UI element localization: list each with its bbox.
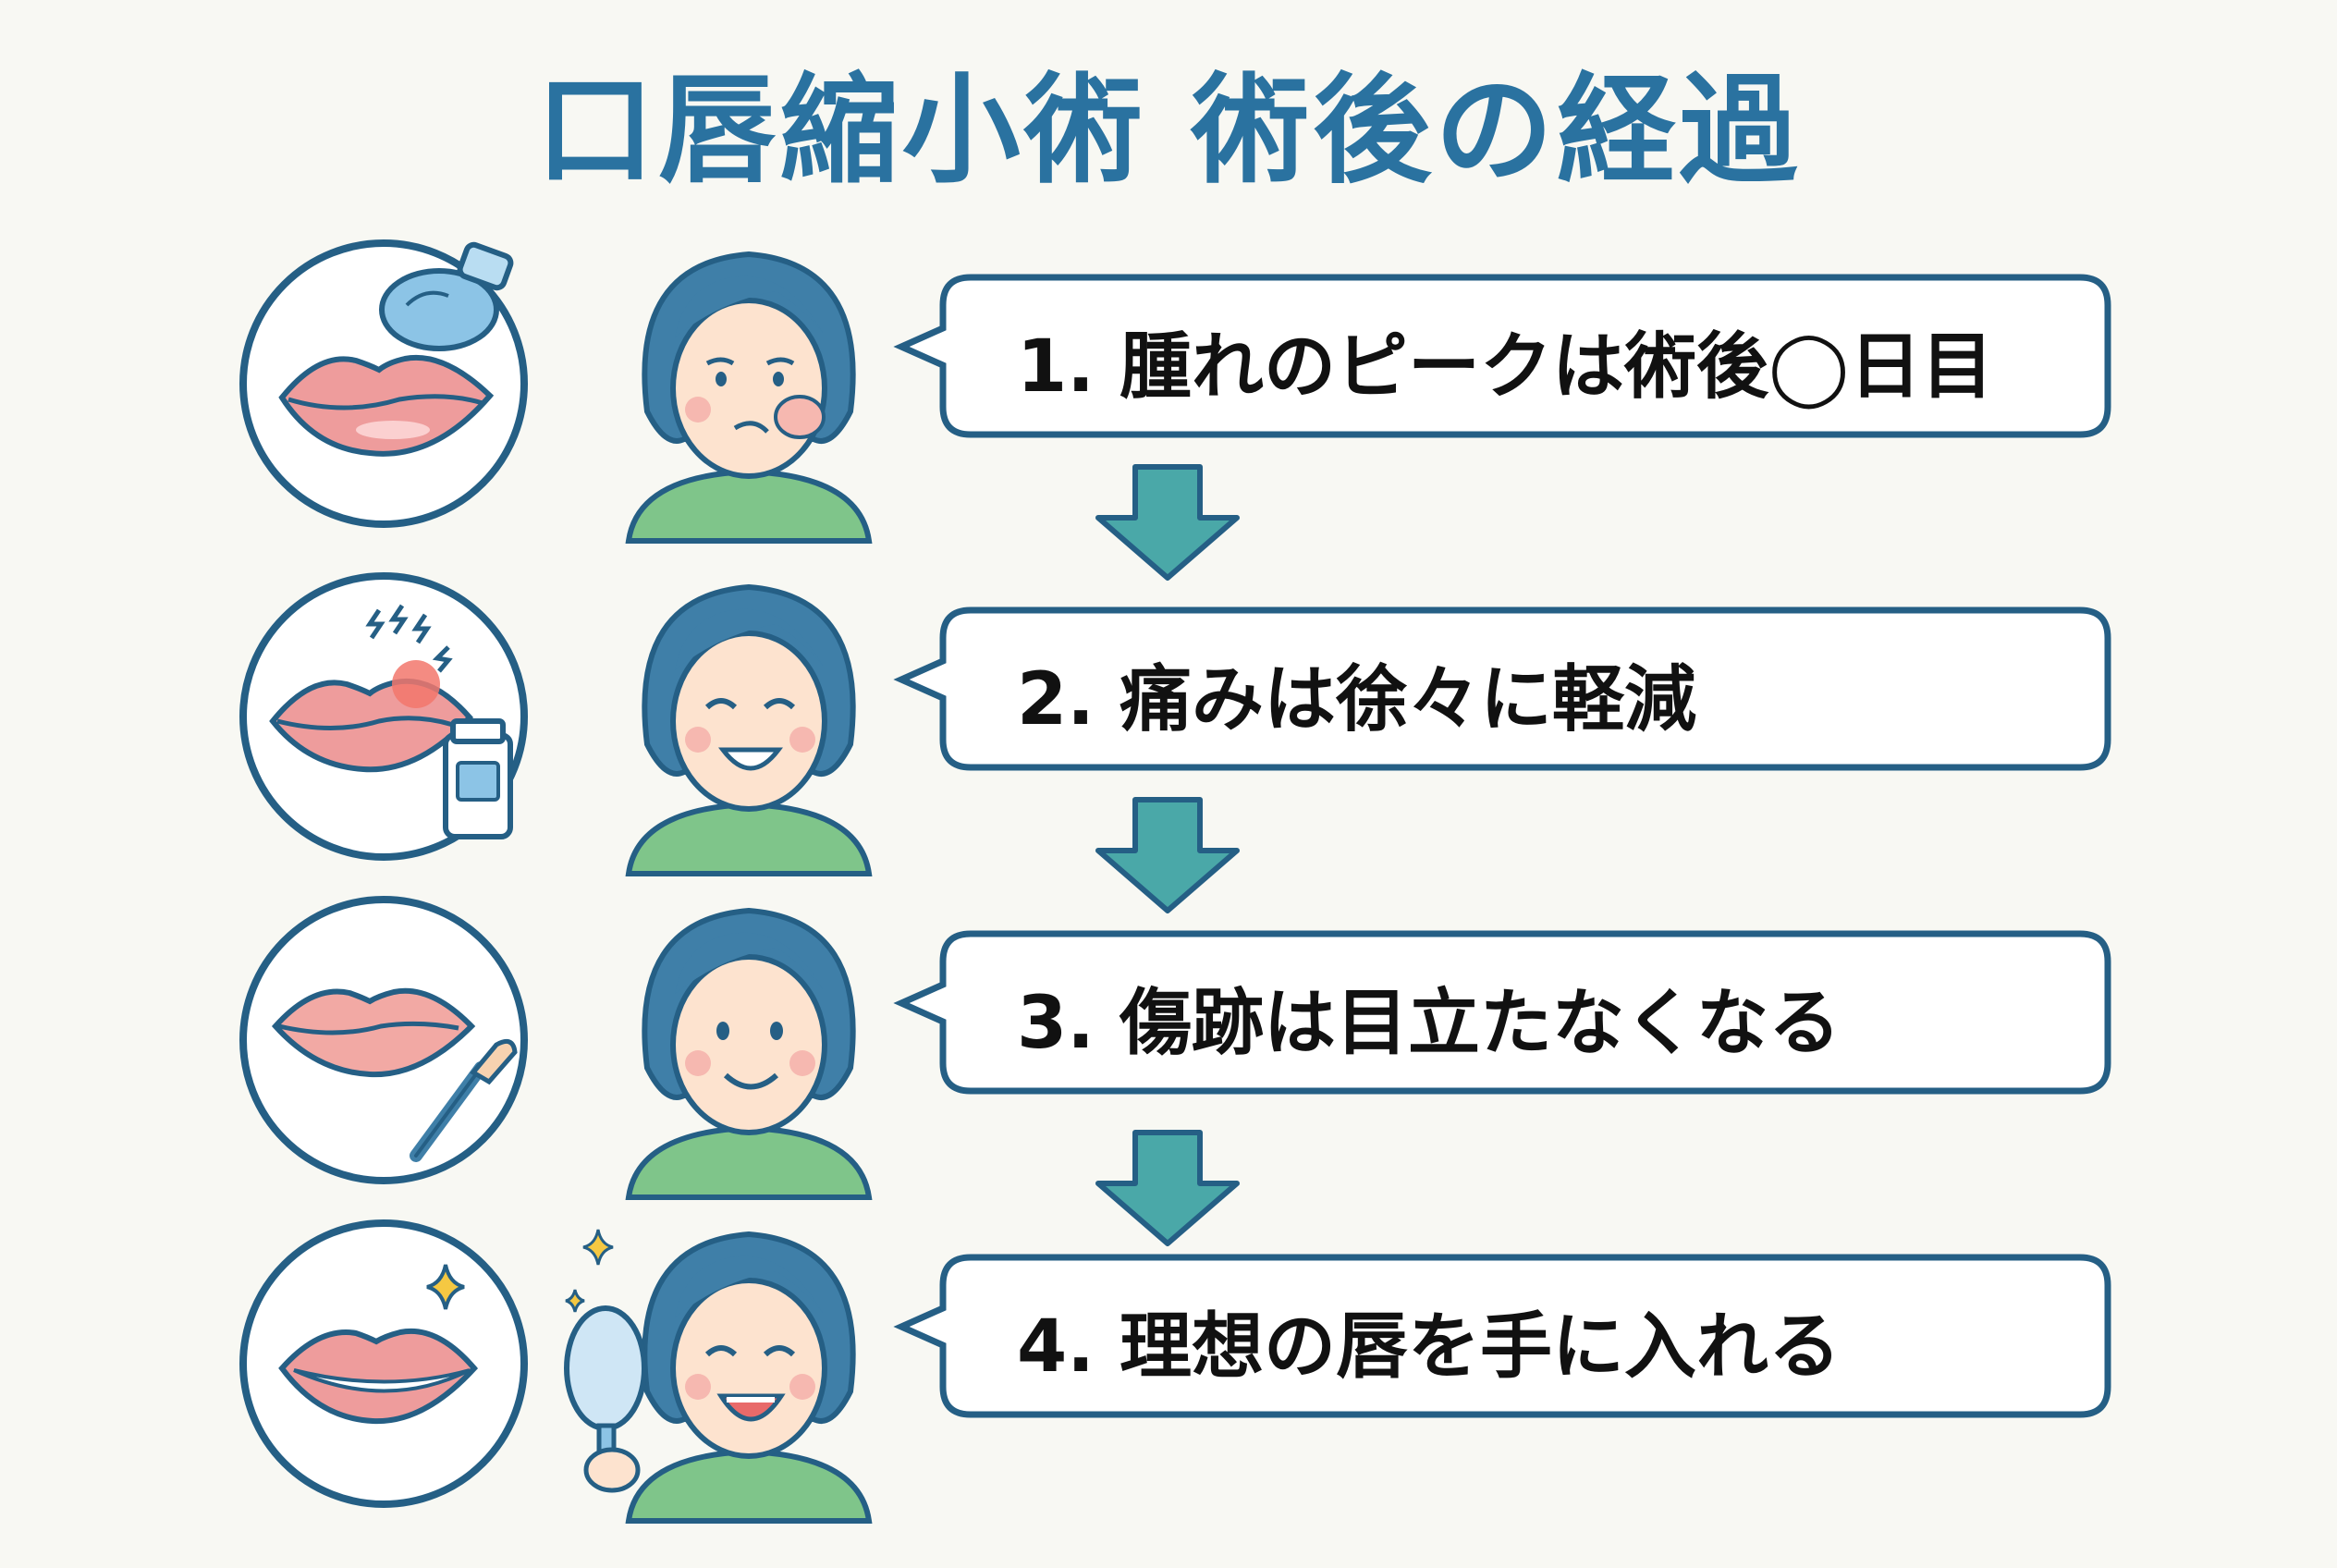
lips-swollen-icon xyxy=(278,354,495,457)
page-title: 口唇縮小術 術後の経過 xyxy=(535,62,1802,200)
step-4-circle-illustration xyxy=(239,1219,528,1508)
step-2-label: 2. 痛みは徐々に軽減 xyxy=(1017,658,1697,741)
lips-healed-icon xyxy=(271,987,476,1078)
down-arrow-1 xyxy=(1095,464,1240,581)
step-4-label: 4. 理想の唇を手に入れる xyxy=(1017,1305,1841,1389)
hand-mirror-icon xyxy=(564,1305,647,1493)
down-arrow-3 xyxy=(1095,1130,1240,1246)
medicine-bottle-icon xyxy=(443,718,513,839)
face-worried-icon xyxy=(625,251,873,544)
face-happy-icon xyxy=(564,1229,873,1524)
step-3-label: 3. 傷跡は目立たなくなる xyxy=(1017,982,1841,1065)
step-4: 4. 理想の唇を手に入れる xyxy=(0,1211,2337,1525)
down-arrow-2 xyxy=(1095,797,1240,913)
speech-bubble-4 xyxy=(893,1254,2111,1418)
lips-ideal-icon xyxy=(278,1328,479,1425)
step-3-circle-illustration xyxy=(239,896,528,1184)
step-2-circle-illustration xyxy=(239,572,528,861)
speech-bubble-3 xyxy=(893,930,2111,1095)
step-2: 2. 痛みは徐々に軽減 xyxy=(0,564,2337,878)
sparkle-icon xyxy=(426,1264,465,1310)
makeup-brush-icon xyxy=(410,1038,518,1162)
face-smiling-icon xyxy=(625,907,873,1200)
step-3: 3. 傷跡は目立たなくなる xyxy=(0,888,2337,1202)
ice-pack-icon xyxy=(379,241,514,351)
speech-bubble-1 xyxy=(893,274,2111,438)
face-relieved-icon xyxy=(625,583,873,876)
lips-pain-icon xyxy=(269,604,474,773)
speech-bubble-2 xyxy=(893,606,2111,771)
step-1-circle-illustration xyxy=(239,239,528,528)
step-1: 1. 腫れのピークは術後◯日目 xyxy=(0,231,2337,545)
step-1-label: 1. 腫れのピークは術後◯日目 xyxy=(1017,325,1994,409)
